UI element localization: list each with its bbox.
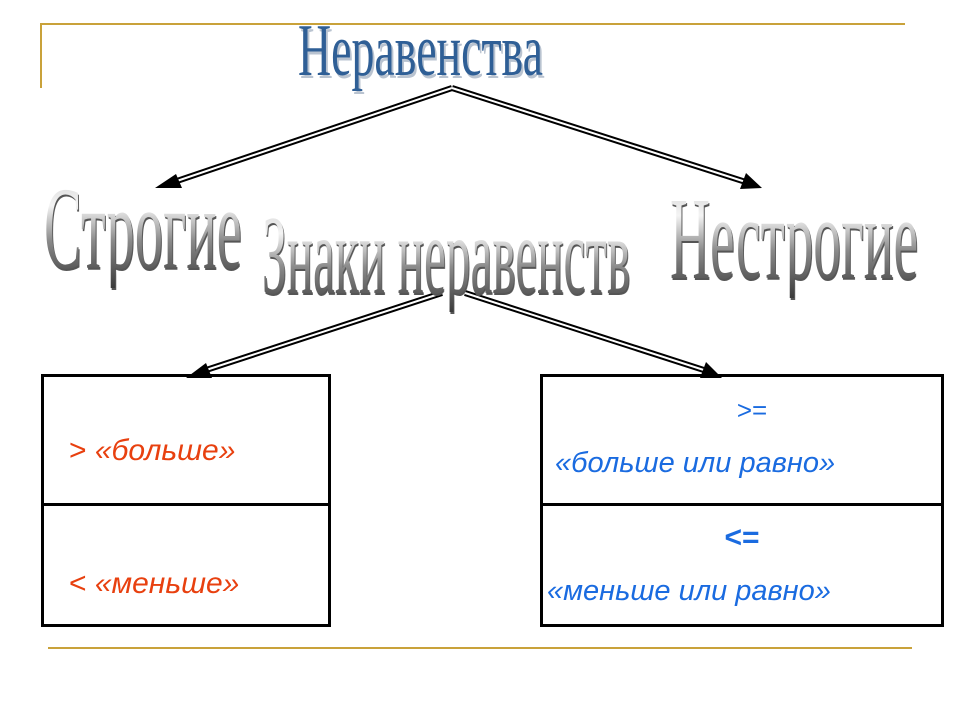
arrow-to-nonstrict (451, 85, 762, 189)
greater-symbol: > (69, 434, 87, 467)
signs-heading: Знаки неравенств (262, 194, 631, 318)
strict-cell-greater: > «больше» (44, 377, 328, 506)
nonstrict-cell-gte: >= «больше или равно» (543, 377, 941, 506)
greater-label: «больше» (94, 434, 236, 467)
arrow-to-strict (155, 85, 453, 188)
less-symbol: < (69, 567, 87, 600)
nonstrict-heading: Нестрогие (670, 173, 919, 304)
nonstrict-box: >= «больше или равно» <= «меньше или рав… (540, 374, 944, 627)
left-rule (40, 23, 42, 88)
slide-title: Неравенства (298, 10, 543, 92)
lte-label: «меньше или равно» (547, 575, 831, 607)
top-rule (40, 23, 905, 25)
less-label: «меньше» (94, 567, 240, 600)
gte-label: «больше или равно» (555, 447, 836, 479)
strict-cell-less: < «меньше» (69, 567, 239, 601)
gte-symbol: >= (736, 395, 768, 425)
bottom-rule (48, 647, 912, 649)
lte-symbol: <= (724, 521, 760, 554)
strict-heading: Строгие (44, 163, 242, 294)
strict-box: > «больше» < «меньше» (41, 374, 331, 627)
